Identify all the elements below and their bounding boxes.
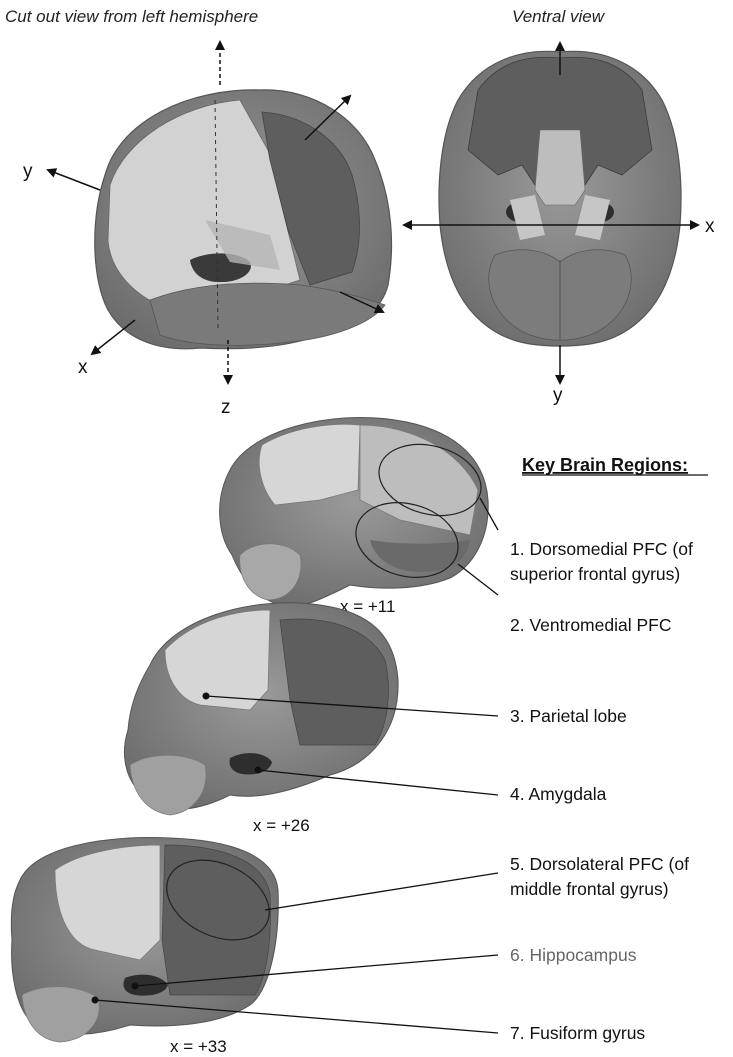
right-view-title: Ventral view [512,7,606,26]
region-7-label: 7. Fusiform gyrus [510,1023,645,1043]
region-1-label-line2: superior frontal gyrus) [510,564,680,584]
region-5-label-line2: middle frontal gyrus) [510,879,669,899]
cutaway-brain [95,90,392,349]
slice-x26-coord-label: x = +26 [253,816,310,835]
region-4-label: 4. Amygdala [510,784,607,804]
left-view-title: Cut out view from left hemisphere [5,7,258,26]
slice-x33-dark-dlpfc [162,845,270,995]
region-1-label-line1: 1. Dorsomedial PFC (of [510,539,693,559]
slice-x33-coord-label: x = +33 [170,1037,227,1056]
leader-vmpfc [458,564,498,595]
region-3-label: 3. Parietal lobe [510,706,627,726]
ventral-brain [439,51,681,346]
dot-fusiform [92,997,99,1004]
slice-x26: x = +26 [124,603,398,835]
left-y-arrow [48,170,100,190]
left-axis-x-label: x [78,357,88,378]
left-x-arrow [92,320,135,354]
left-axis-z-label: z [221,397,231,418]
leader-dlpfc [265,873,498,910]
dot-amygdala [255,767,262,774]
key-heading: Key Brain Regions: [522,455,688,475]
right-axis-x-label: x [705,216,715,237]
dot-hippocampus [132,983,139,990]
dot-parietal [203,693,210,700]
left-axis-y-label: y [23,161,33,182]
slice-x33: x = +33 [11,838,282,1056]
region-2-label: 2. Ventromedial PFC [510,615,671,635]
ventral-light-medial [535,130,585,205]
region-6-label: 6. Hippocampus [510,945,637,965]
region-5-label-line1: 5. Dorsolateral PFC (of [510,854,689,874]
slice-x11: x = +11 [220,417,489,616]
right-axis-y-label: y [553,385,563,406]
